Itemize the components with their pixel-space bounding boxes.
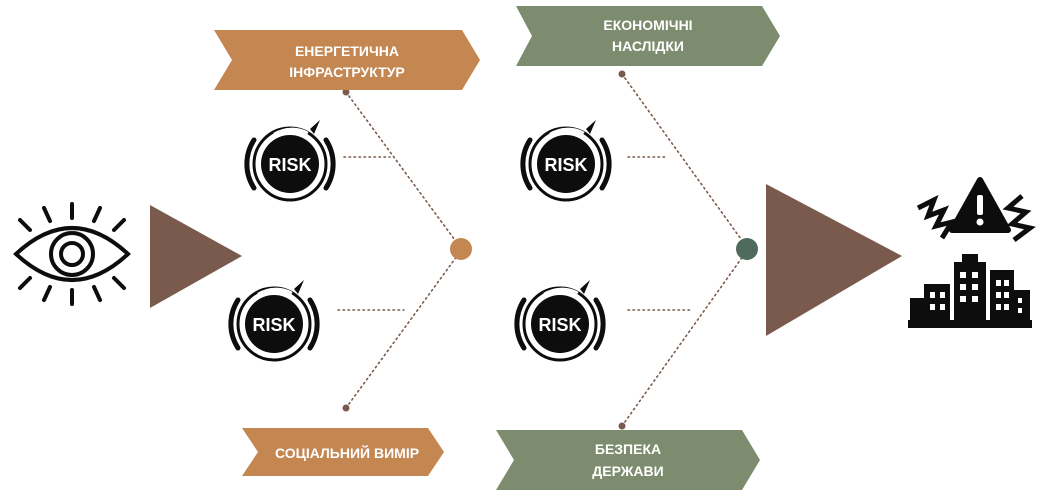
connector-dot <box>618 422 626 430</box>
branch-social-line1: СОЦІАЛЬНИЙ ВИМІР <box>275 444 419 461</box>
connector-economic <box>621 73 747 247</box>
branch-energy-line1: ЕНЕРГЕТИЧНА <box>295 43 399 59</box>
connector-dot <box>618 70 626 78</box>
risk-badge-label: RISK <box>544 155 587 175</box>
risk-badge: RISK <box>244 120 336 202</box>
risk-badge: RISK <box>514 280 606 362</box>
branch-security-line2: ДЕРЖАВИ <box>592 463 663 479</box>
city-buildings-icon <box>908 254 1032 328</box>
junction-node-right <box>736 238 758 260</box>
risk-badge: RISK <box>520 120 612 202</box>
branch-security-line1: БЕЗПЕКА <box>595 441 661 457</box>
start-arrow <box>150 205 242 308</box>
junction-node-left <box>450 238 472 260</box>
risk-badge-label: RISK <box>252 315 295 335</box>
risk-badge-label: RISK <box>538 315 581 335</box>
branch-security-banner: БЕЗПЕКА ДЕРЖАВИ <box>496 430 760 490</box>
branch-economic-line1: ЕКОНОМІЧНІ <box>603 17 692 33</box>
connector-energy <box>345 91 461 248</box>
branch-economic-line2: НАСЛІДКИ <box>612 38 684 54</box>
risk-badge-label: RISK <box>268 155 311 175</box>
branch-social-banner: СОЦІАЛЬНИЙ ВИМІР <box>242 428 444 476</box>
eye-icon <box>13 202 131 306</box>
connector-dot <box>342 88 350 96</box>
connector-security <box>621 251 747 427</box>
connector-social <box>345 251 461 409</box>
branch-energy-banner: ЕНЕРГЕТИЧНА ІНФРАСТРУКТУР <box>214 30 480 90</box>
connector-dot <box>342 404 350 412</box>
risk-badge: RISK <box>228 280 320 362</box>
warning-triangle-icon <box>916 177 1036 242</box>
branch-economic-banner: ЕКОНОМІЧНІ НАСЛІДКИ <box>516 6 780 66</box>
branch-energy-line2: ІНФРАСТРУКТУР <box>289 64 405 80</box>
end-arrow <box>766 184 902 336</box>
